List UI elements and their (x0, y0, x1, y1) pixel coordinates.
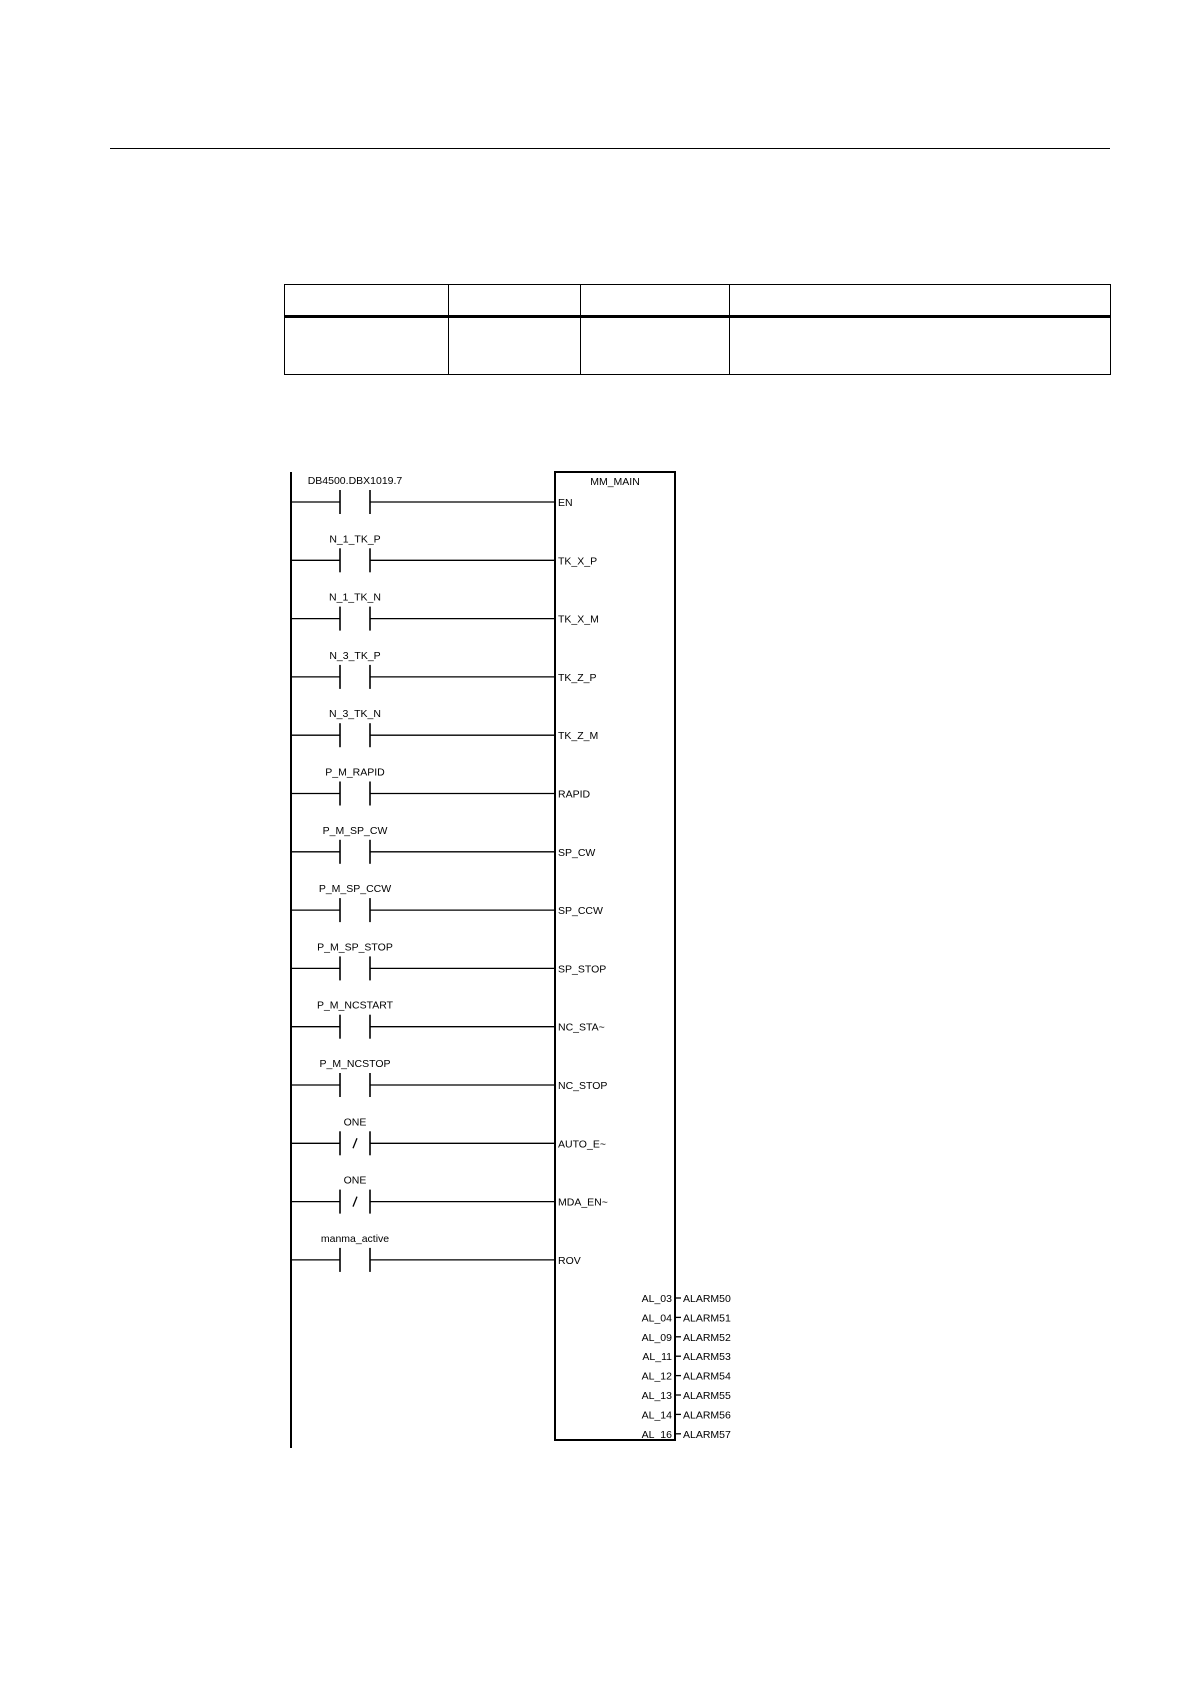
table-column-divider (448, 285, 449, 374)
input-pin-label: NC_STOP (558, 1080, 607, 1092)
input-pin-label: TK_X_P (558, 555, 597, 567)
contact-label: ONE (344, 1116, 367, 1128)
input-pin-label: MDA_EN~ (558, 1197, 608, 1209)
output-pin-label: AL_09 (642, 1332, 673, 1344)
output-target-label: ALARM50 (683, 1293, 731, 1305)
input-pin-label: ROV (558, 1255, 581, 1267)
input-pin-label: SP_STOP (558, 963, 606, 975)
output-target-label: ALARM55 (683, 1390, 731, 1402)
output-pin-label: AL_13 (642, 1390, 673, 1402)
output-target-label: ALARM57 (683, 1429, 731, 1441)
output-pin-label: AL_16 (642, 1429, 673, 1441)
contact-label: P_M_SP_CCW (319, 883, 391, 895)
contact-label: N_1_TK_N (329, 592, 381, 604)
input-pin-label: EN (558, 497, 573, 509)
input-pin-label: TK_Z_M (558, 730, 598, 742)
output-pin-label: AL_03 (642, 1293, 673, 1305)
input-pin-label: NC_STA~ (558, 1022, 605, 1034)
output-pin-label: AL_04 (642, 1312, 673, 1324)
table-column-divider (729, 285, 730, 374)
function-block-name: MM_MAIN (590, 476, 640, 488)
contact-label: DB4500.DBX1019.7 (308, 475, 403, 487)
output-target-label: ALARM54 (683, 1371, 731, 1383)
table-column-divider (580, 285, 581, 374)
contact-label: N_3_TK_N (329, 708, 381, 720)
output-target-label: ALARM53 (683, 1351, 731, 1363)
output-pin-label: AL_12 (642, 1371, 673, 1383)
input-pin-label: TK_Z_P (558, 672, 597, 684)
output-target-label: ALARM52 (683, 1332, 731, 1344)
input-pin-label: SP_CCW (558, 905, 603, 917)
output-pin-label: AL_11 (642, 1351, 672, 1363)
contact-negation-slash (352, 1138, 358, 1149)
header-rule (110, 148, 1110, 149)
input-pin-label: TK_X_M (558, 614, 599, 626)
contact-negation-slash (352, 1196, 358, 1207)
contact-label: P_M_NCSTOP (320, 1058, 391, 1070)
output-pin-label: AL_14 (642, 1409, 673, 1421)
contact-label: P_M_NCSTART (317, 1000, 394, 1012)
contact-label: N_3_TK_P (329, 650, 380, 662)
input-pin-label: AUTO_E~ (558, 1138, 606, 1150)
parameter-table (284, 284, 1111, 375)
contact-label: N_1_TK_P (329, 533, 380, 545)
contact-label: ONE (344, 1175, 367, 1187)
input-pin-label: SP_CW (558, 847, 595, 859)
output-target-label: ALARM56 (683, 1409, 731, 1421)
output-target-label: ALARM51 (683, 1312, 731, 1324)
contact-label: P_M_SP_CW (323, 825, 388, 837)
contact-label: P_M_RAPID (325, 767, 385, 779)
contact-label: P_M_SP_STOP (317, 941, 393, 953)
function-block-box (554, 471, 676, 1441)
input-pin-label: RAPID (558, 789, 591, 801)
contact-label: manma_active (321, 1233, 389, 1245)
table-header-separator (285, 315, 1110, 318)
